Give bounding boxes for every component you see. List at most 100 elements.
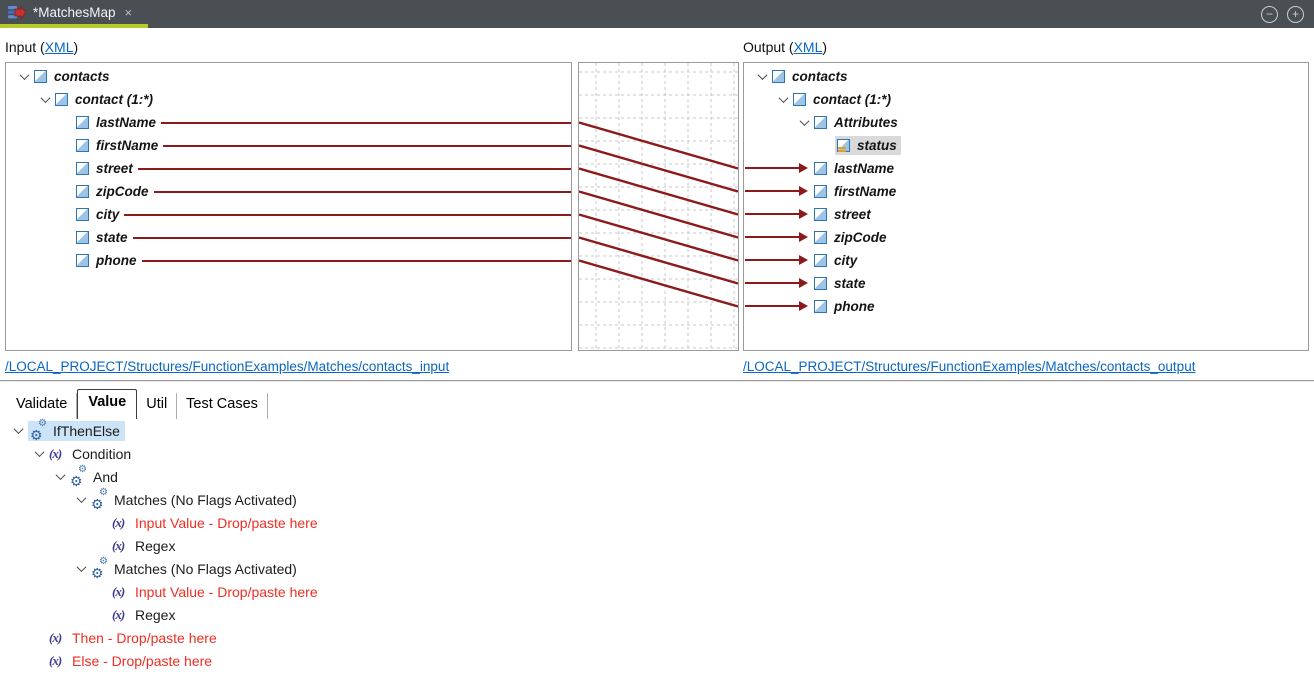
tab-value[interactable]: Value [77, 389, 138, 419]
chevron-down-icon[interactable] [752, 70, 772, 81]
tree-item-label: phone [834, 299, 875, 314]
tab-validate[interactable]: Validate [6, 393, 78, 419]
xml-element-icon [76, 139, 89, 152]
tree-item-zipcode[interactable]: zipCode [6, 180, 571, 203]
tree-item-label: lastName [96, 115, 157, 130]
tree-item-label: phone [96, 253, 137, 268]
pane-splitter[interactable] [0, 380, 1314, 383]
fn-item-and[interactable]: ⚙⚙ And [0, 464, 1314, 488]
tree-item-label: contact (1:*) [813, 92, 892, 107]
function-gears-icon: ⚙⚙ [91, 555, 108, 581]
zoom-in-button[interactable]: + [1287, 5, 1304, 23]
xml-element-icon [76, 208, 89, 221]
fn-item-else[interactable]: (x) Else - Drop/paste here [0, 649, 1314, 672]
chevron-down-icon[interactable] [71, 562, 91, 573]
tree-item-contact[interactable]: contact (1:*) [744, 88, 1308, 111]
xml-element-icon [76, 254, 89, 267]
tree-item-city[interactable]: city [6, 203, 571, 226]
connector-stub-line [153, 190, 571, 193]
xml-element-icon [814, 185, 827, 198]
chevron-down-icon[interactable] [8, 424, 28, 435]
tree-item-label: firstName [834, 184, 897, 199]
tree-item-status[interactable]: status [744, 134, 1308, 157]
chevron-down-icon[interactable] [29, 447, 49, 458]
selected-node-highlight: ⚙⚙ IfThenElse [28, 418, 125, 442]
input-structure-path-link[interactable]: /LOCAL_PROJECT/Structures/FunctionExampl… [5, 359, 450, 374]
fn-item-regex-2[interactable]: (x) Regex [0, 603, 1314, 626]
chevron-down-icon[interactable] [794, 116, 814, 127]
output-header-text: Output ( [743, 39, 794, 55]
tab-test-cases[interactable]: Test Cases [177, 393, 268, 419]
tree-item-label: contacts [54, 69, 110, 84]
tree-item-state[interactable]: state [744, 272, 1308, 295]
tree-item-phone[interactable]: phone [744, 295, 1308, 318]
tree-item-zipcode[interactable]: zipCode [744, 226, 1308, 249]
tree-item-contacts[interactable]: contacts [744, 65, 1308, 88]
fn-item-label: And [93, 468, 118, 485]
output-structure-path-link[interactable]: /LOCAL_PROJECT/Structures/FunctionExampl… [743, 359, 1196, 374]
mapping-canvas[interactable] [578, 62, 739, 351]
fn-item-label: Matches (No Flags Activated) [114, 560, 297, 577]
chevron-down-icon[interactable] [50, 470, 70, 481]
xml-element-icon [76, 116, 89, 129]
tree-item-state[interactable]: state [6, 226, 571, 249]
tree-item-lastname[interactable]: lastName [6, 111, 571, 134]
fn-item-input-value-1[interactable]: (x) Input Value - Drop/paste here [0, 511, 1314, 534]
chevron-down-icon[interactable] [71, 493, 91, 504]
tree-item-street[interactable]: street [6, 157, 571, 180]
fn-item-condition[interactable]: (x) Condition [0, 442, 1314, 465]
input-xml-link[interactable]: XML [44, 39, 74, 55]
tree-item-street[interactable]: street [744, 203, 1308, 226]
tree-item-label: street [96, 161, 133, 176]
document-tab-title: *MatchesMap [33, 4, 116, 20]
connector-stub-line [161, 121, 571, 124]
fn-item-then[interactable]: (x) Then - Drop/paste here [0, 626, 1314, 649]
tree-item-label: firstName [96, 138, 159, 153]
xml-element-icon [76, 162, 89, 175]
connector-arrow [745, 255, 808, 265]
document-tab-matchesmap[interactable]: *MatchesMap × [0, 0, 148, 28]
tree-item-phone[interactable]: phone [6, 249, 571, 272]
tree-item-city[interactable]: city [744, 249, 1308, 272]
chevron-down-icon[interactable] [14, 70, 34, 81]
tree-item-contacts[interactable]: contacts [6, 65, 571, 88]
xml-element-icon [55, 93, 68, 106]
tree-item-label: status [857, 138, 897, 153]
connector-lines [579, 63, 738, 350]
connector-arrow [745, 278, 808, 288]
fn-item-input-value-2[interactable]: (x) Input Value - Drop/paste here [0, 580, 1314, 603]
document-tab-bar: *MatchesMap × − + [0, 0, 1314, 28]
expression-fx-icon: (x) [112, 537, 125, 553]
tree-item-firstname[interactable]: firstName [744, 180, 1308, 203]
fn-item-matches-1[interactable]: ⚙⚙ Matches (No Flags Activated) [0, 487, 1314, 511]
fn-item-matches-2[interactable]: ⚙⚙ Matches (No Flags Activated) [0, 555, 1314, 581]
connector-stub-line [132, 236, 571, 239]
tree-item-label: contact (1:*) [75, 92, 154, 107]
active-tab-underline [0, 24, 148, 28]
fn-item-label: Input Value - Drop/paste here [135, 583, 318, 600]
xml-element-icon [76, 231, 89, 244]
xml-element-icon [34, 70, 47, 83]
output-xml-link[interactable]: XML [793, 39, 823, 55]
close-tab-icon[interactable]: × [124, 4, 133, 20]
expression-fx-icon: (x) [112, 606, 125, 622]
tree-item-firstname[interactable]: firstName [6, 134, 571, 157]
xml-element-icon [814, 231, 827, 244]
xml-element-icon [814, 208, 827, 221]
zoom-out-button[interactable]: − [1261, 5, 1278, 23]
tree-item-label: zipCode [96, 184, 149, 199]
fn-item-ifthenelse[interactable]: ⚙⚙ IfThenElse [0, 418, 1314, 442]
tab-util[interactable]: Util [137, 393, 178, 419]
xml-element-icon [814, 300, 827, 313]
tree-item-attributes[interactable]: Attributes [744, 111, 1308, 134]
fn-item-regex-1[interactable]: (x) Regex [0, 534, 1314, 557]
tree-item-label: street [834, 207, 871, 222]
connector-arrow [745, 186, 808, 196]
tree-item-lastname[interactable]: lastName [744, 157, 1308, 180]
tree-item-label: city [834, 253, 858, 268]
xml-element-icon [793, 93, 806, 106]
chevron-down-icon[interactable] [773, 93, 793, 104]
input-header-text-suffix: ) [73, 39, 79, 55]
tree-item-contact[interactable]: contact (1:*) [6, 88, 571, 111]
chevron-down-icon[interactable] [35, 93, 55, 104]
